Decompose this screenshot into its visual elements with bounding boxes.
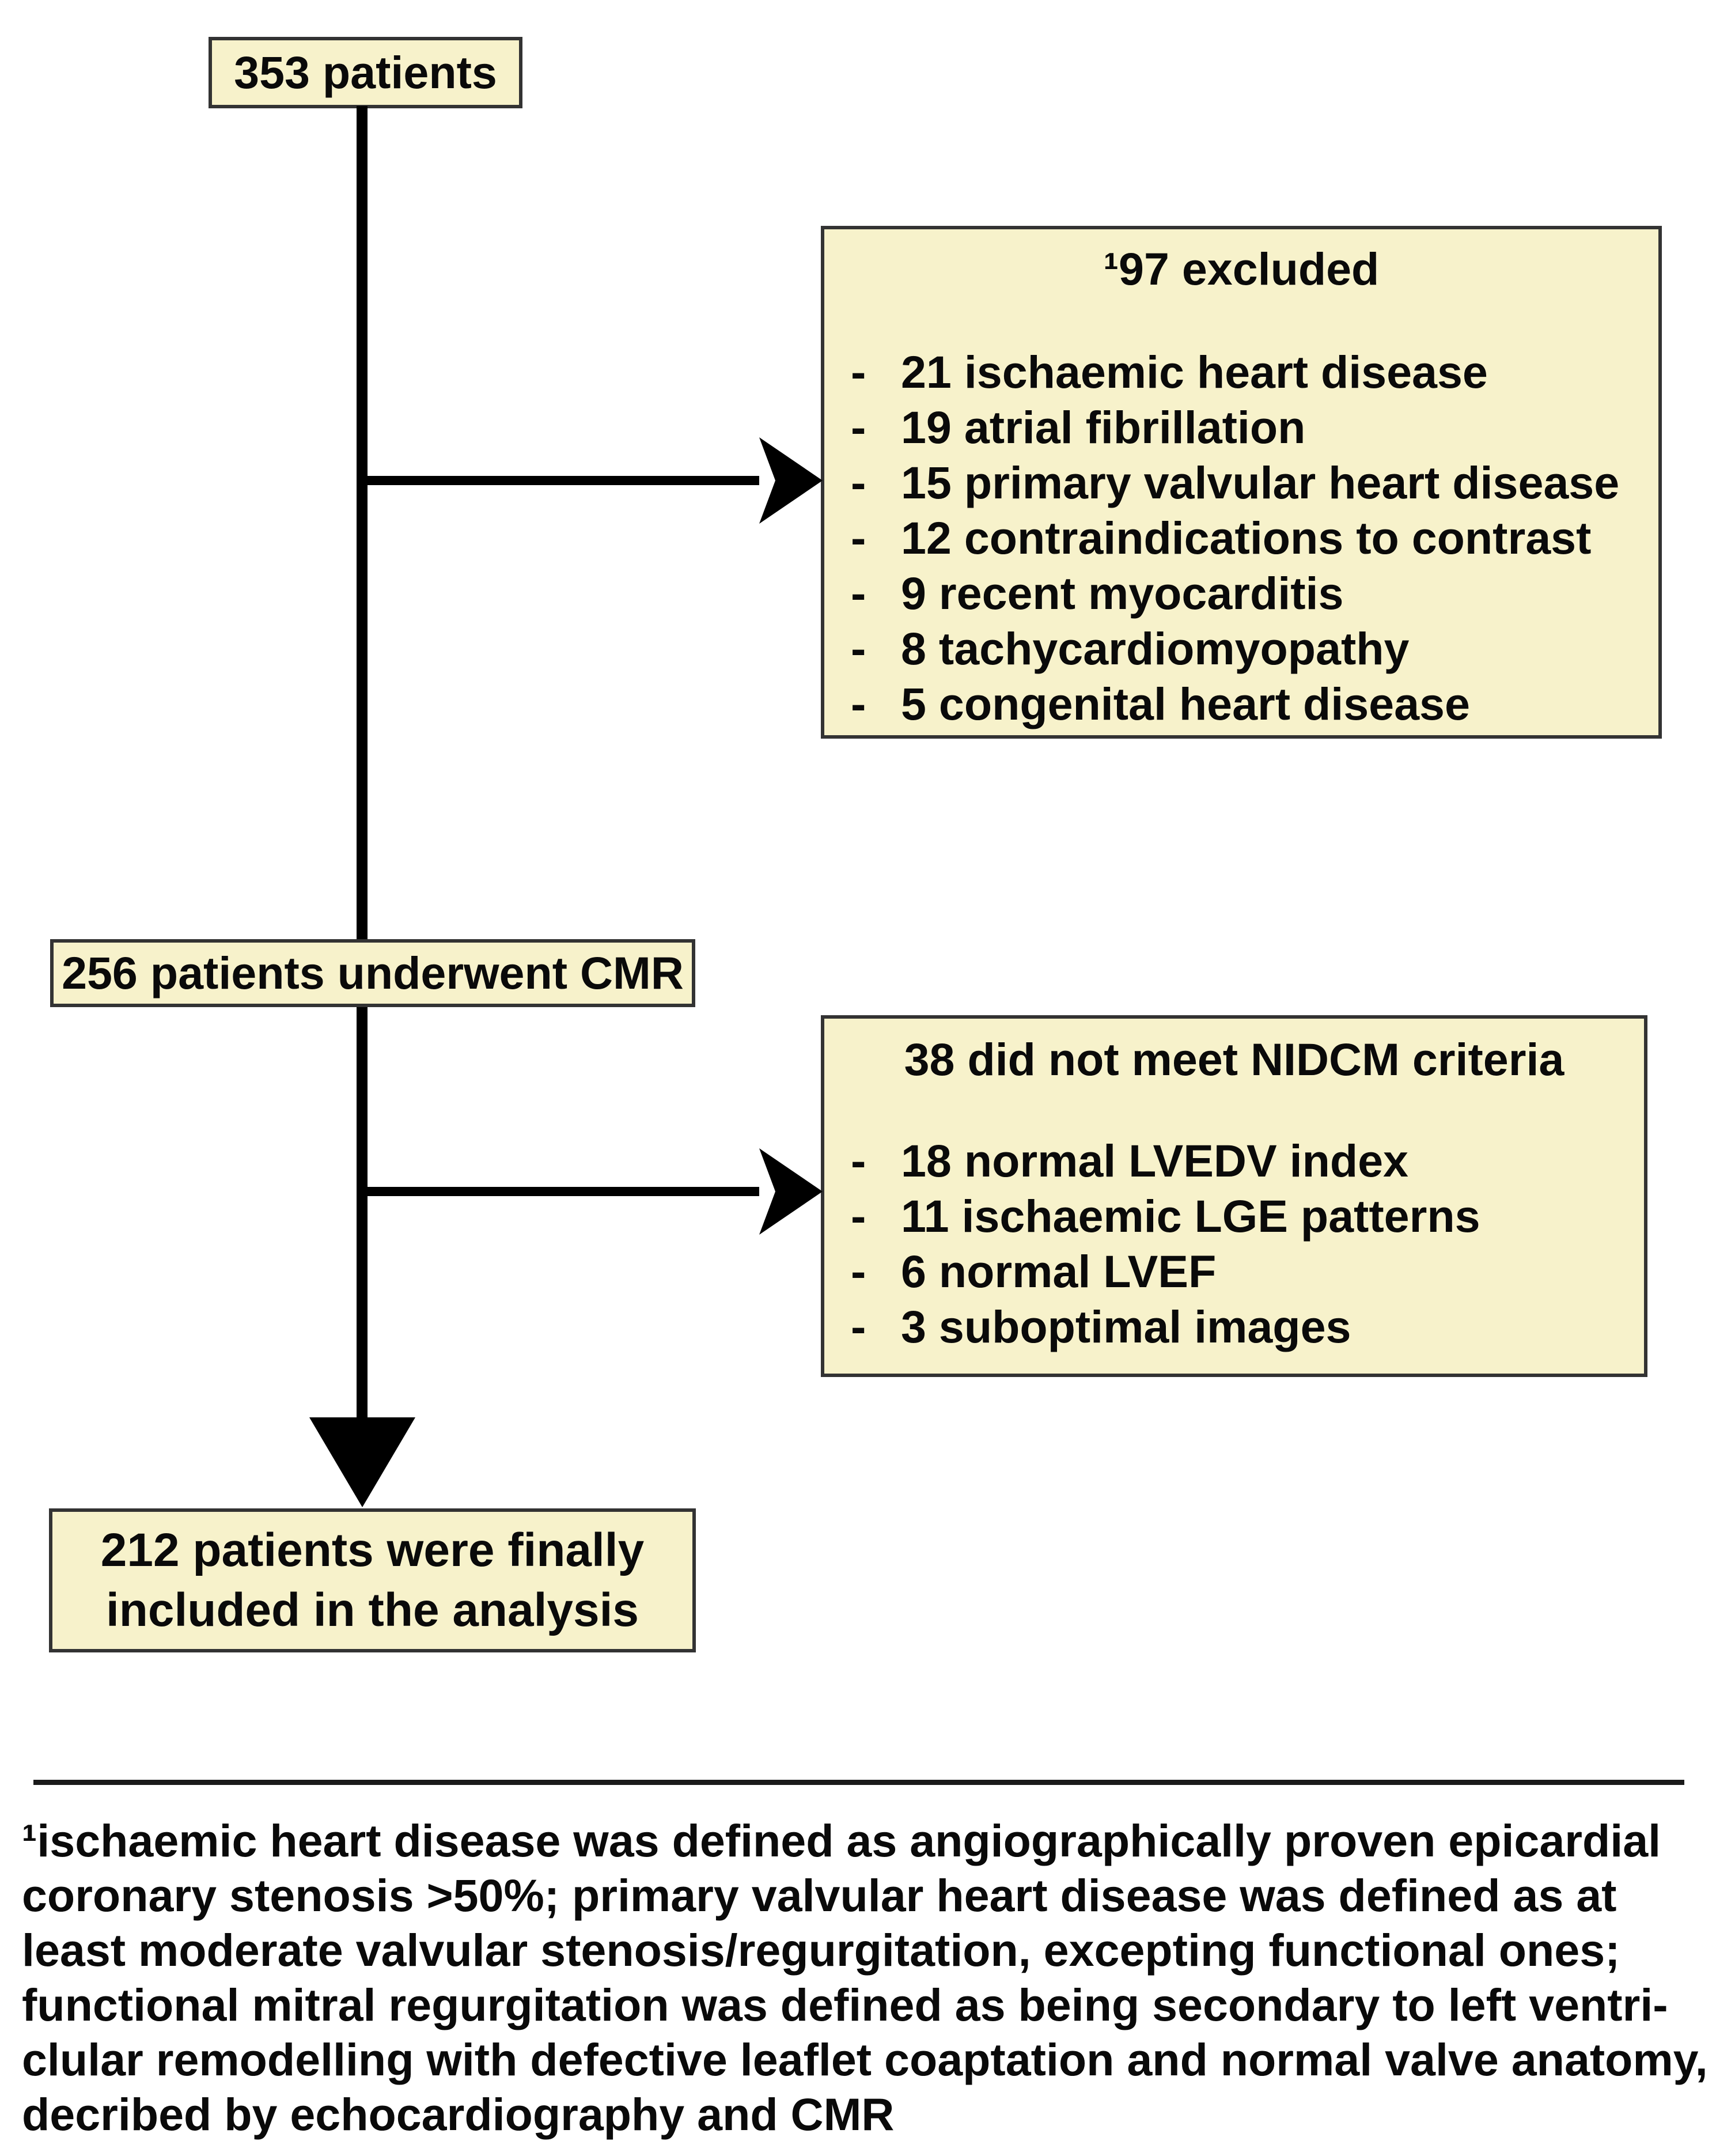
nidcm-arrow-shaft (362, 1187, 759, 1196)
list-item-text: 11 ischaemic LGE patterns (901, 1190, 1480, 1242)
dash-bullet: - (851, 568, 866, 619)
footnote-line: functional mitral regurgitation was defi… (22, 1979, 1668, 2030)
vertical-connector-line (357, 106, 368, 1419)
footnote-line: ¹ischaemic heart disease was defined as … (22, 1815, 1661, 1866)
list-item: - 21 ischaemic heart disease (824, 345, 1658, 400)
node-212-final-line2: included in the analysis (105, 1584, 639, 1636)
node-97-excluded: ¹97 excluded - 21 ischaemic heart diseas… (821, 226, 1662, 739)
nidcm-reason-list: - 18 normal LVEDV index - 11 ischaemic L… (824, 1133, 1644, 1355)
dash-bullet: - (851, 1190, 866, 1242)
dash-bullet: - (851, 346, 866, 398)
list-item: - 19 atrial fibrillation (824, 400, 1658, 455)
list-item: - 11 ischaemic LGE patterns (824, 1189, 1644, 1244)
dash-bullet: - (851, 512, 866, 563)
list-item-text: 8 tachycardiomyopathy (901, 623, 1410, 674)
exclusion-reason-list: - 21 ischaemic heart disease - 19 atrial… (824, 345, 1658, 732)
node-212-final-line1: 212 patients were finally (100, 1524, 645, 1576)
nidcm-arrowhead-icon (759, 1148, 823, 1235)
list-item-text: 12 contraindications to contrast (901, 512, 1592, 563)
list-item: - 18 normal LVEDV index (824, 1133, 1644, 1189)
list-item: - 9 recent myocarditis (824, 566, 1658, 621)
down-arrowhead-icon (309, 1417, 415, 1507)
list-item: - 6 normal LVEF (824, 1244, 1644, 1299)
list-item-text: 9 recent myocarditis (901, 568, 1344, 619)
node-97-excluded-title: ¹97 excluded (1103, 243, 1380, 294)
list-item: - 5 congenital heart disease (824, 676, 1658, 732)
dash-bullet: - (851, 623, 866, 674)
footnote-line: coronary stenosis >50%; primary valvular… (22, 1870, 1617, 1921)
footnote-line: decribed by echocardiography and CMR (22, 2089, 895, 2140)
list-item-text: 18 normal LVEDV index (901, 1135, 1408, 1186)
dash-bullet: - (851, 678, 866, 729)
list-item-text: 5 congenital heart disease (901, 678, 1470, 729)
node-38-nidcm: 38 did not meet NIDCM criteria - 18 norm… (821, 1015, 1647, 1377)
list-item-text: 3 suboptimal images (901, 1301, 1351, 1352)
dash-bullet: - (851, 1135, 866, 1186)
exclusion-arrowhead-icon (759, 437, 823, 524)
node-38-nidcm-title: 38 did not meet NIDCM criteria (904, 1034, 1565, 1085)
list-item: - 15 primary valvular heart disease (824, 455, 1658, 510)
node-353-patients-label: 353 patients (234, 47, 497, 98)
list-item-text: 6 normal LVEF (901, 1246, 1217, 1297)
footnote-line: least moderate valvular stenosis/regurgi… (22, 1924, 1620, 1976)
footnote-line: clular remodelling with defective leafle… (22, 2034, 1708, 2085)
list-item: - 12 contraindications to contrast (824, 510, 1658, 566)
node-353-patients: 353 patients (209, 37, 522, 108)
exclusion-arrow-shaft (362, 476, 759, 485)
list-item-text: 21 ischaemic heart disease (901, 346, 1488, 398)
node-256-cmr: 256 patients underwent CMR (50, 939, 695, 1007)
list-item: - 3 suboptimal images (824, 1299, 1644, 1355)
dash-bullet: - (851, 457, 866, 508)
list-item-text: 19 atrial fibrillation (901, 402, 1306, 453)
dash-bullet: - (851, 402, 866, 453)
dash-bullet: - (851, 1246, 866, 1297)
node-256-cmr-label: 256 patients underwent CMR (62, 947, 684, 998)
node-212-final: 212 patients were finally included in th… (49, 1508, 696, 1652)
footnote-separator-line (33, 1780, 1684, 1785)
list-item: - 8 tachycardiomyopathy (824, 621, 1658, 676)
list-item-text: 15 primary valvular heart disease (901, 457, 1620, 508)
footnote: ¹ischaemic heart disease was defined as … (22, 1813, 1708, 2142)
dash-bullet: - (851, 1301, 866, 1352)
